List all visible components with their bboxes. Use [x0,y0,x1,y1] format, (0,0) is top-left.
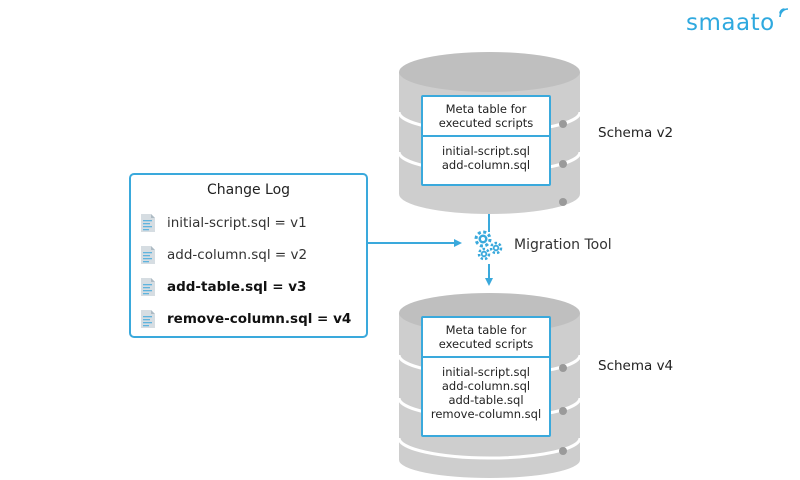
meta-table-title: Meta table for executed scripts [423,97,549,137]
change-log-item-label: add-column.sql = v2 [167,247,308,263]
change-log-item-label: remove-column.sql = v4 [167,311,352,327]
change-log-item: initial-script.sql = v1 [141,212,307,234]
script-entry: initial-script.sql [442,365,530,379]
change-log-item: add-column.sql = v2 [141,244,307,266]
gears-icon [474,230,503,261]
meta-title-line: Meta table for [445,102,527,116]
meta-title-line: executed scripts [438,337,534,351]
schema-v2-label: Schema v2 [598,125,674,141]
change-log-item: add-table.sql = v3 [141,276,306,298]
sql-file-icon [141,214,155,232]
script-entry: remove-column.sql [430,407,542,421]
change-log-panel: Change Log initial-script.sql = v1 add-c… [129,173,368,338]
sql-file-icon [141,310,155,328]
migration-tool-label: Migration Tool [514,237,612,253]
meta-title-line: Meta table for [445,323,527,337]
script-entry: add-column.sql [441,379,531,393]
sql-file-icon [141,246,155,264]
change-log-title: Change Log [206,182,291,198]
meta-table-schema-v2: Meta table for executed scripts initial-… [421,95,551,186]
script-entry: add-table.sql [448,393,524,407]
meta-table-title: Meta table for executed scripts [423,318,549,358]
meta-table-schema-v4: Meta table for executed scripts initial-… [421,316,551,437]
meta-title-line: executed scripts [438,116,534,130]
logo-text: smaato [686,10,775,36]
smaato-logo: smaato [686,8,789,36]
executed-scripts-list: initial-script.sql add-column.sql add-ta… [423,358,549,428]
change-log-item-label: add-table.sql = v3 [167,279,307,295]
script-entry: initial-script.sql [442,144,530,158]
executed-scripts-list: initial-script.sql add-column.sql [423,137,549,179]
sql-file-icon [141,278,155,296]
change-log-item-label: initial-script.sql = v1 [167,215,307,231]
signal-icon [779,8,789,18]
script-entry: add-column.sql [441,158,531,172]
change-log-item: remove-column.sql = v4 [141,308,351,330]
schema-v4-label: Schema v4 [598,358,674,374]
